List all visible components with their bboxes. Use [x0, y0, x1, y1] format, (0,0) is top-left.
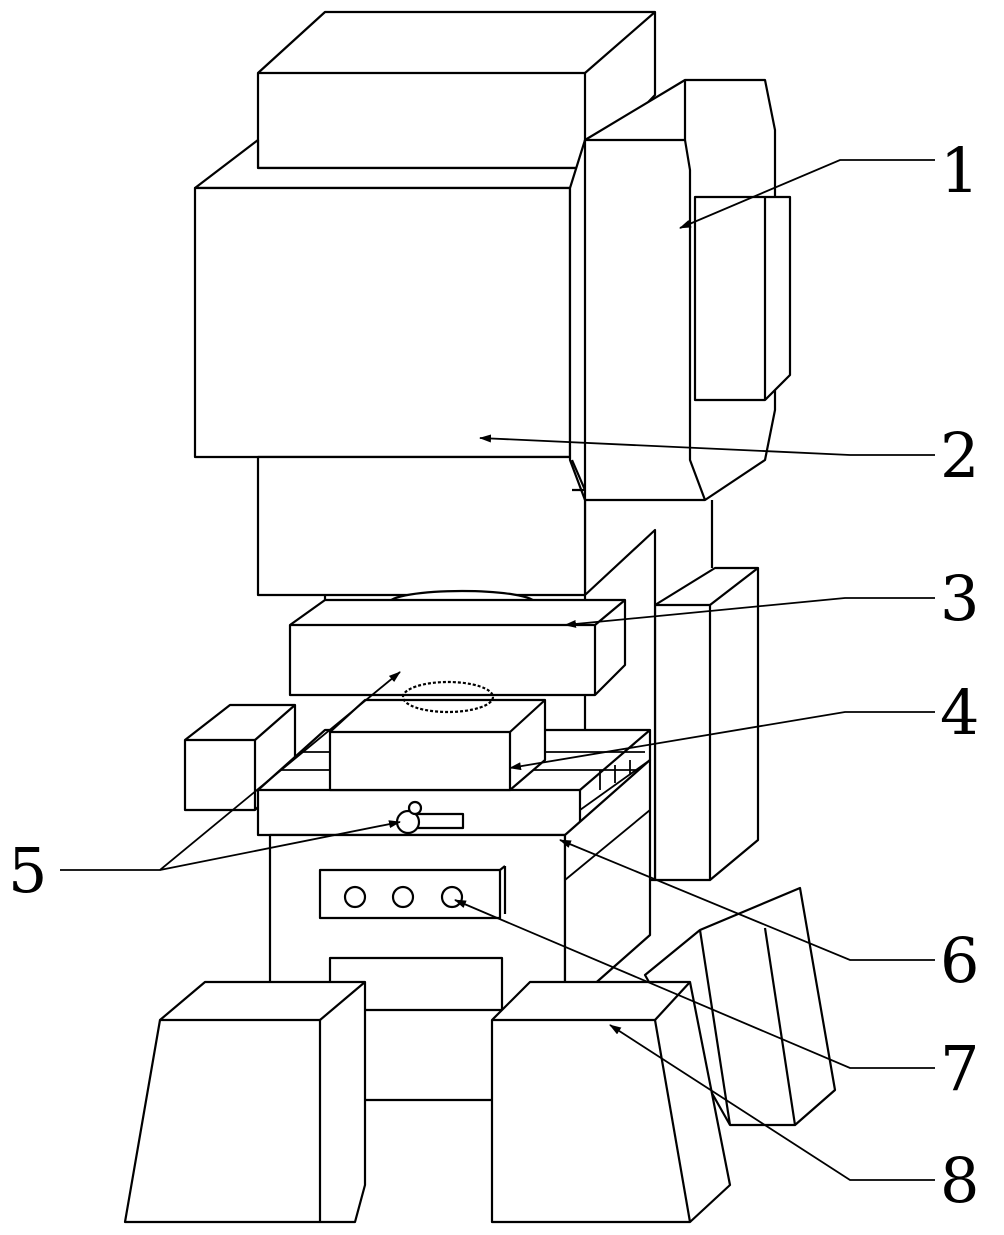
- side-housing: [568, 78, 792, 502]
- lever-handle: [395, 800, 465, 835]
- callout-5: 5: [8, 834, 48, 907]
- callout-7: 7: [940, 1032, 980, 1105]
- callout-2: 2: [940, 419, 980, 492]
- rear-column: [653, 500, 760, 882]
- callout-6: 6: [940, 924, 980, 997]
- leader-lines: [60, 159, 935, 1181]
- control-button-icon[interactable]: [440, 885, 464, 909]
- back-right-foot: [643, 886, 837, 1127]
- callout-3: 3: [940, 562, 980, 635]
- main-body: [193, 138, 587, 459]
- callout-4: 4: [940, 676, 980, 749]
- upper-die-plate: [288, 598, 627, 697]
- lower-die: [328, 680, 631, 792]
- control-panel: [318, 865, 507, 920]
- callout-8: 8: [940, 1144, 980, 1217]
- callout-1: 1: [940, 134, 980, 207]
- right-foot: [490, 980, 732, 1224]
- left-foot: [123, 980, 367, 1224]
- control-button-icon[interactable]: [343, 885, 367, 909]
- control-button-icon[interactable]: [391, 885, 415, 909]
